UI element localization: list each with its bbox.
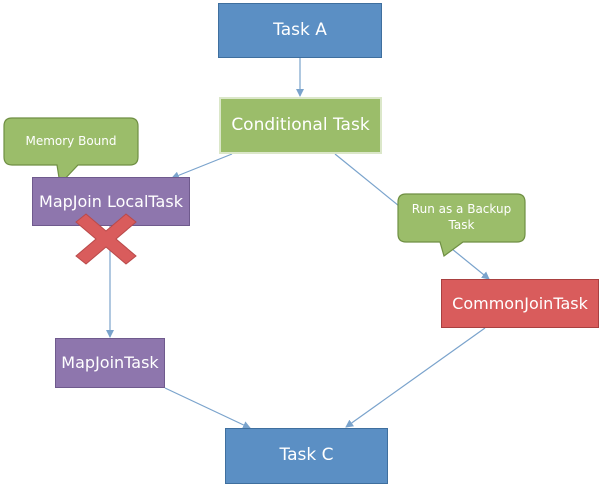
node-mapjoin-task: MapJoinTask	[55, 338, 165, 388]
edge-mapjoin-to-task-c	[164, 387, 251, 429]
node-task-c: Task C	[225, 428, 388, 484]
callout-run-as-backup-shape	[397, 193, 526, 257]
edge-common-join-to-task-c	[345, 327, 486, 428]
callout-run-as-backup: Run as a Backup Task	[411, 202, 512, 232]
node-common-join-task: CommonJoinTask	[441, 279, 599, 328]
cross-icon	[75, 213, 137, 265]
callout-memory-bound-shape	[3, 117, 139, 186]
edge-conditional-to-mapjoin-local	[171, 153, 233, 180]
callout-memory-bound: Memory Bound	[25, 133, 117, 148]
node-mapjoin-local-task: MapJoin LocalTask	[32, 177, 190, 226]
node-task-a: Task A	[218, 3, 382, 58]
node-conditional-task: Conditional Task	[219, 97, 382, 154]
